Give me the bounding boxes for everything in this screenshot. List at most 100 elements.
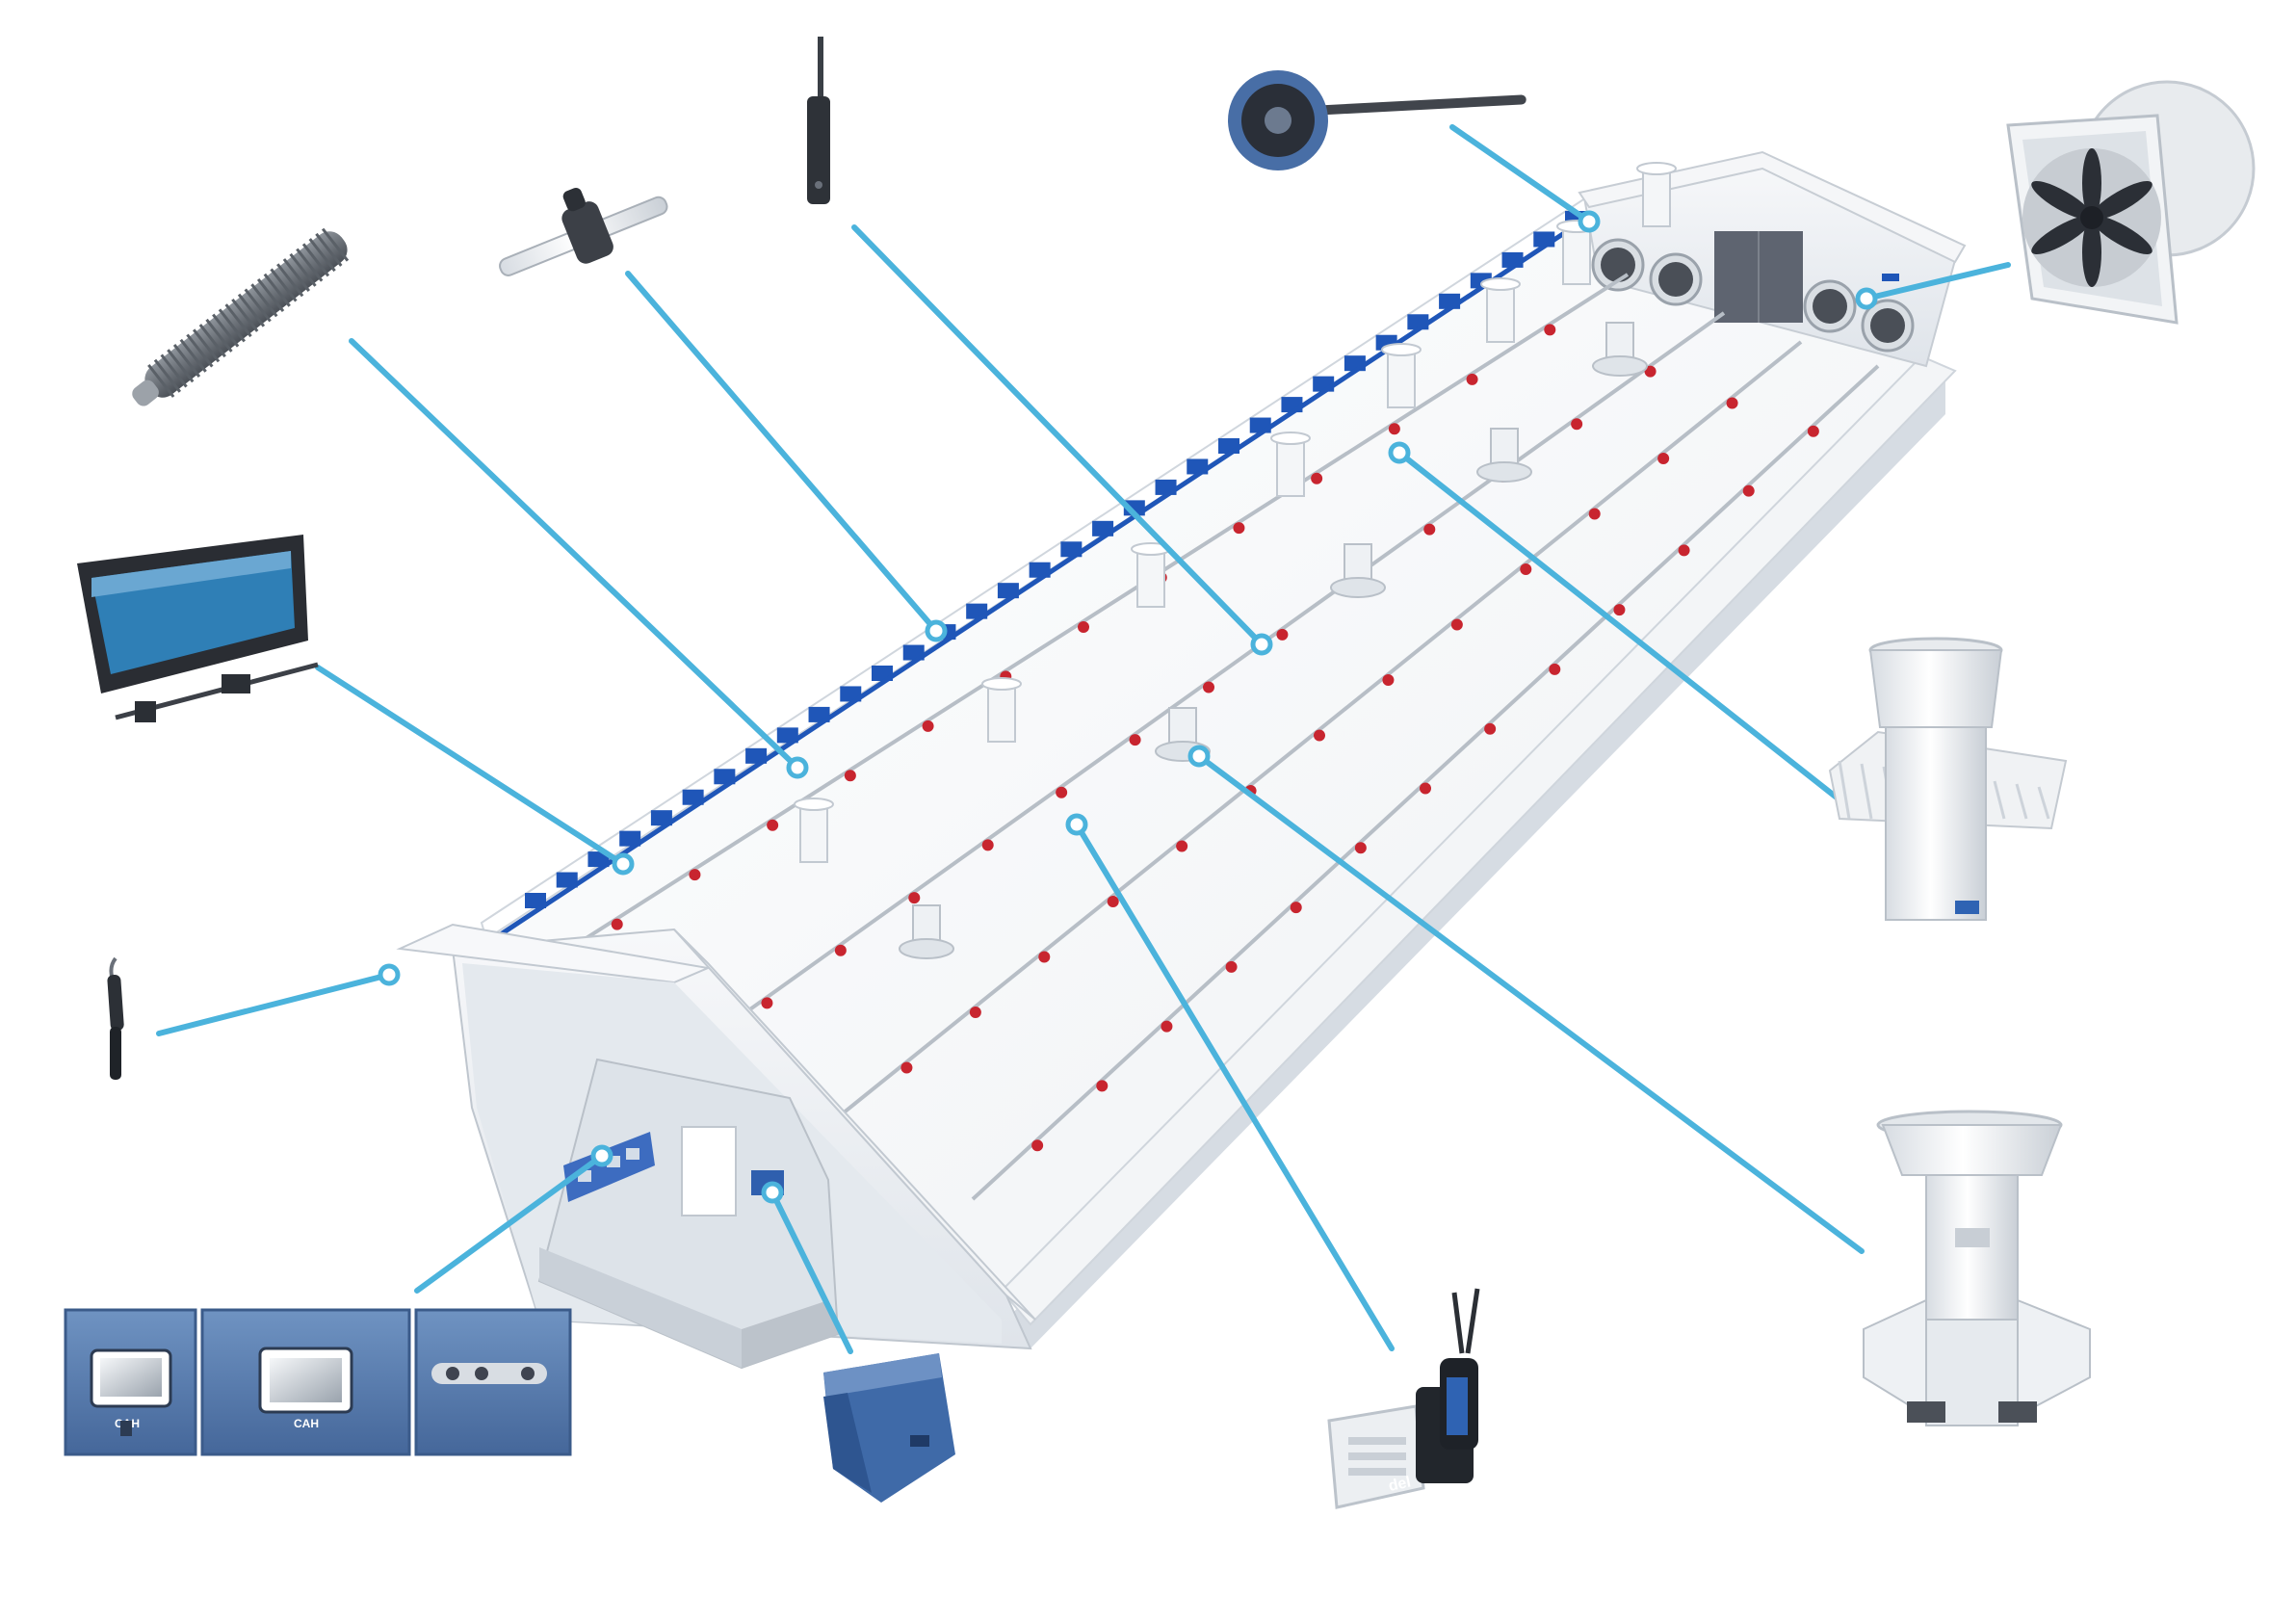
callout-node-roof-chimney <box>1388 441 1411 464</box>
drinker-nipple <box>1031 1139 1044 1152</box>
roof-ridge <box>1838 760 1851 820</box>
drinker-nipple <box>969 1007 981 1018</box>
drinker-nipple <box>1290 902 1302 914</box>
chimney-mouth <box>1480 277 1521 291</box>
drinker-nipple <box>1129 734 1141 746</box>
drinker-nipple <box>1056 786 1068 798</box>
roof-exhaust-chimneys <box>794 162 1677 959</box>
chimney-mouth <box>794 798 834 811</box>
fan-blade <box>2091 216 2152 254</box>
drinker-nipple <box>1726 397 1738 409</box>
chimney-tube <box>987 683 1016 743</box>
drinker-nipple <box>1423 523 1436 536</box>
fan-blade <box>2031 216 2093 254</box>
pipe-fin <box>224 303 252 338</box>
pipe-fin <box>263 273 291 307</box>
pipe-fin <box>179 338 207 373</box>
drinker-nipple <box>1613 604 1626 616</box>
callout-node-exhaust-fan <box>1855 287 1878 310</box>
wall-inlet <box>650 810 672 826</box>
callout-exhaust-fan <box>1864 262 2011 301</box>
antenna-sensor-icon[interactable] <box>807 37 830 204</box>
pipe-fin <box>237 293 266 327</box>
fan-blade <box>2091 181 2152 220</box>
callout-node-controller-cabinet <box>590 1144 613 1167</box>
tunnel-fan-hub <box>1658 262 1693 297</box>
wall-inlet <box>587 851 610 868</box>
chimney-mouth <box>1270 432 1311 445</box>
callout-roof-chimney <box>1396 450 1839 800</box>
chimney-label <box>1955 901 1979 914</box>
sensor-vents <box>1348 1437 1406 1476</box>
wall-inlet <box>682 789 704 805</box>
wall-inlet <box>556 872 578 888</box>
pipe-fin <box>296 248 324 282</box>
chimney-tube <box>1562 225 1591 285</box>
chimney-tube <box>1642 168 1671 227</box>
pipe-fin <box>192 328 221 363</box>
control-panel-icon[interactable]: CAH CAH <box>64 1308 572 1456</box>
pipe-fin <box>256 278 285 312</box>
chimney-mouth <box>1381 343 1422 356</box>
chimney-mouth <box>1636 162 1677 175</box>
drinker-nipple <box>1078 621 1089 633</box>
pipe-fin <box>198 324 226 358</box>
drinker-nipple <box>981 839 994 851</box>
pipe-fin <box>282 258 310 293</box>
ceiling-inlet-icon[interactable] <box>1863 1110 2091 1426</box>
handheld-sensor-icon[interactable] <box>107 956 124 1080</box>
wall-air-inlet-icon[interactable] <box>77 535 319 722</box>
pipe-fin <box>212 313 240 348</box>
callout-antenna-sensor <box>851 224 1265 647</box>
drinker-nipple <box>1678 544 1690 557</box>
drinker-nipple <box>1176 840 1188 852</box>
drinker-nipple <box>1203 681 1214 693</box>
tunnel-fan-hub <box>1813 289 1847 324</box>
pipe-fin <box>308 238 336 273</box>
drinker-nipple <box>761 997 773 1009</box>
box-fan-icon[interactable] <box>2006 80 2256 325</box>
near-gable-roof-right <box>673 929 1036 1321</box>
chimney-mouth <box>981 677 1022 691</box>
far-gable-roof <box>1578 150 1967 264</box>
roof-chimney-icon[interactable] <box>1828 637 2068 921</box>
callout-node-wall-inlet <box>612 852 635 876</box>
callout-pipe-clamp <box>625 271 939 634</box>
wall-inlet <box>619 830 641 847</box>
chimney-tube <box>1486 283 1515 343</box>
roof-ridge <box>1993 780 2006 820</box>
roof-ridge <box>1860 763 1873 820</box>
wall-inlet <box>525 893 546 908</box>
drinker-nipple <box>900 1061 913 1074</box>
pressure-probe-icon[interactable] <box>1228 70 1526 170</box>
callout-node-humidity-sensor <box>378 963 401 986</box>
ceiling-inlet-base <box>1330 577 1386 598</box>
pipe-fin <box>153 358 182 393</box>
drinker-nipple <box>908 892 921 904</box>
ceiling-inlet-base <box>899 938 954 959</box>
climate-sensor-brand: del <box>1387 1474 1412 1494</box>
drinker-nipple <box>1549 663 1561 675</box>
cooling-hood-icon[interactable] <box>823 1353 955 1503</box>
drinker-nipple <box>1466 373 1478 385</box>
drinker-nipple <box>689 869 701 881</box>
pipe-fin <box>205 318 233 353</box>
far-gable-sensor <box>1882 274 1899 281</box>
fan-blades <box>2031 148 2152 287</box>
callout-node-antenna-sensor <box>1250 633 1273 656</box>
pipe-fin <box>276 263 304 298</box>
climate-sensor-icon[interactable]: del <box>1327 1288 1480 1509</box>
pipe-clamp-icon[interactable] <box>483 158 676 295</box>
pipe-fin <box>244 288 272 323</box>
finned-heating-pipe-icon[interactable] <box>123 222 355 416</box>
drinker-nipple <box>1038 951 1051 963</box>
ceiling-inlet-unit <box>1344 543 1372 584</box>
drinker-nipple <box>1571 418 1583 431</box>
drinker-nipple <box>1314 729 1325 742</box>
pipe-fin <box>186 333 214 368</box>
callout-lines <box>156 124 2011 1354</box>
callout-node-heater-pipe <box>786 756 809 779</box>
callout-heater-pipe <box>349 338 800 771</box>
ceiling-inlet-base <box>1476 461 1532 483</box>
service-room <box>537 1058 840 1370</box>
